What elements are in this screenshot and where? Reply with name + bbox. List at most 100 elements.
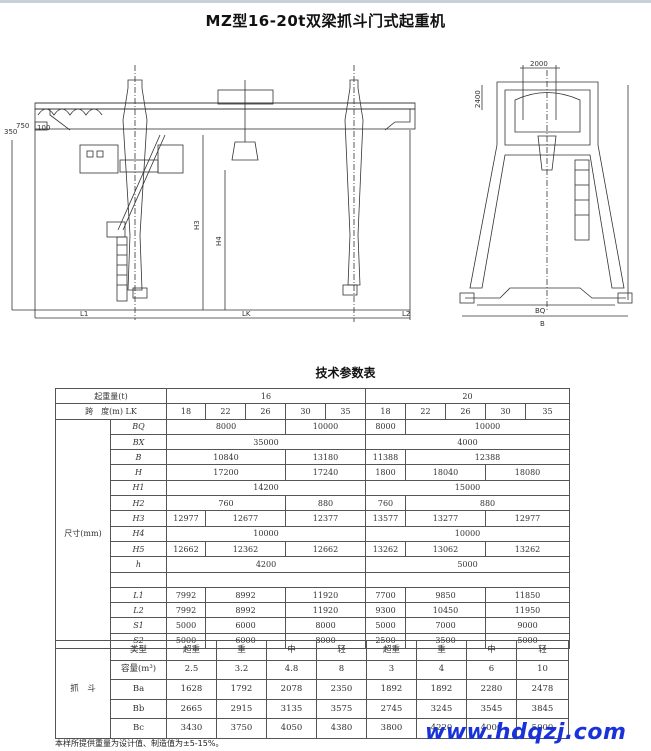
row-label: Ba	[110, 679, 167, 700]
span-label: 跨 度(m) LK	[55, 403, 167, 420]
span-cell: 22	[405, 403, 447, 420]
span-cell: 26	[445, 403, 487, 420]
value-cell	[365, 571, 571, 588]
value-cell: 中	[266, 640, 317, 661]
value-cell: 7000	[405, 617, 487, 634]
span-row: 跨 度(m) LK 18 22 26 30 35 18 22 26 30 35	[55, 403, 571, 420]
grab-row-type: 抓 斗 类型 超重 重 中 轻 超重 重 中 轻	[55, 640, 569, 739]
value-cell: 11920	[284, 602, 367, 619]
value-cell: 880	[405, 495, 571, 512]
table-row-BQ: 尺寸(mm) BQ 8000 10000 8000 10000	[55, 418, 571, 650]
value-cell: 2915	[216, 698, 267, 720]
page-title: MZ型16-20t双梁抓斗门式起重机	[205, 12, 446, 30]
value-cell: 4.8	[266, 659, 317, 681]
dim-100: 100	[37, 124, 50, 132]
value-cell: 1628	[166, 679, 217, 700]
value-cell: 2478	[516, 679, 569, 700]
grab-row-capacity: 容量(m³) 2.5 3.2 4.8 8 3 4 6 10	[56, 659, 569, 681]
table-title: 技术参数表	[315, 366, 376, 380]
value-cell: 9300	[365, 602, 407, 619]
front-view	[11, 65, 416, 322]
value-cell: 2350	[316, 679, 367, 700]
front-view-dimension-labels: 750 350 100 H3 H4 L1 LK L2	[4, 122, 410, 318]
value-cell: 9000	[485, 617, 571, 634]
value-cell: 11388	[365, 449, 407, 466]
row-label: H3	[110, 510, 167, 527]
value-cell: 4000	[365, 433, 571, 451]
value-cell: 10	[516, 659, 569, 681]
value-cell: 11950	[485, 602, 571, 619]
row-label: BQ	[110, 418, 167, 435]
row-label: B	[110, 449, 167, 466]
value-cell: 8000	[365, 418, 407, 435]
value-cell: 12677	[205, 510, 286, 527]
value-cell: 8000	[284, 617, 367, 634]
dim-L2: L2	[402, 310, 410, 318]
value-cell: 880	[284, 495, 367, 512]
value-cell: 8000	[166, 418, 286, 435]
value-cell: 轻	[516, 640, 569, 661]
grab-row-Ba: Ba 1628 1792 2078 2350 1892 1892 2280 24…	[56, 679, 569, 700]
value-cell: 2745	[366, 698, 417, 720]
row-label	[110, 571, 167, 588]
table-row-H2: H2 760 880 760 880	[56, 495, 571, 512]
value-cell: 4200	[165, 556, 367, 573]
row-label: Bc	[110, 718, 167, 739]
row-label: BX	[110, 433, 167, 451]
span-cell: 26	[245, 403, 286, 420]
value-cell: 2.5	[166, 659, 217, 681]
value-cell: 35000	[165, 433, 367, 451]
value-cell: 13262	[485, 540, 571, 558]
value-cell: 12977	[485, 510, 571, 527]
row-label: Bb	[110, 698, 167, 720]
value-cell: 760	[166, 495, 286, 512]
value-cell: 11920	[284, 586, 367, 604]
dim-H3: H3	[193, 220, 201, 230]
value-cell: 5000	[516, 718, 569, 739]
value-cell: 1892	[416, 679, 467, 700]
row-label: H1	[110, 479, 167, 497]
table-row-L1: L1 7992 8992 11920 7700 9850 11850	[56, 586, 571, 604]
value-cell: 3430	[166, 718, 217, 739]
value-cell: 1800	[365, 464, 407, 481]
value-cell: 17240	[284, 464, 367, 481]
value-cell	[165, 571, 367, 588]
span-cell: 30	[285, 403, 326, 420]
value-cell: 3800	[366, 718, 417, 739]
value-cell: 4050	[266, 718, 317, 739]
value-cell: 8	[316, 659, 367, 681]
table-row-H4: H4 10000 10000	[56, 525, 571, 542]
value-cell: 10000	[365, 525, 571, 542]
value-cell: 10000	[284, 418, 367, 435]
footnote: 本样所提供重量为设计值、制造值为±5-15%。	[55, 739, 224, 748]
value-cell: 14200	[165, 479, 367, 497]
row-label: H	[110, 464, 167, 481]
value-cell: 10450	[405, 602, 487, 619]
dim-2400: 2400	[474, 90, 482, 108]
table-row-h: h 4200 5000	[56, 556, 571, 573]
value-cell: 6000	[205, 617, 286, 634]
side-view	[459, 65, 633, 317]
value-cell: 13262	[365, 540, 407, 558]
value-cell: 6	[466, 659, 517, 681]
value-cell: 重	[216, 640, 267, 661]
value-cell: 2665	[166, 698, 217, 720]
row-label: H2	[110, 495, 167, 512]
value-cell: 11850	[485, 586, 571, 604]
top-border	[0, 0, 651, 3]
value-cell: 12388	[405, 449, 571, 466]
value-cell: 13062	[405, 540, 487, 558]
value-cell: 超重	[366, 640, 417, 661]
capacity-20: 20	[365, 387, 571, 405]
value-cell: 5000	[166, 617, 206, 634]
table-row-L2: L2 7992 8992 11920 9300 10450 11950	[56, 602, 571, 619]
value-cell: 13277	[405, 510, 487, 527]
value-cell: 3	[366, 659, 417, 681]
table-row-H1: H1 14200 15000	[56, 479, 571, 497]
capacity-row: 起重量(t) 16 20	[55, 387, 571, 405]
span-cell: 35	[525, 403, 571, 420]
value-cell: 5000	[365, 556, 571, 573]
row-label: 类型	[110, 640, 167, 661]
value-cell: 15000	[365, 479, 571, 497]
value-cell: 2280	[466, 679, 517, 700]
